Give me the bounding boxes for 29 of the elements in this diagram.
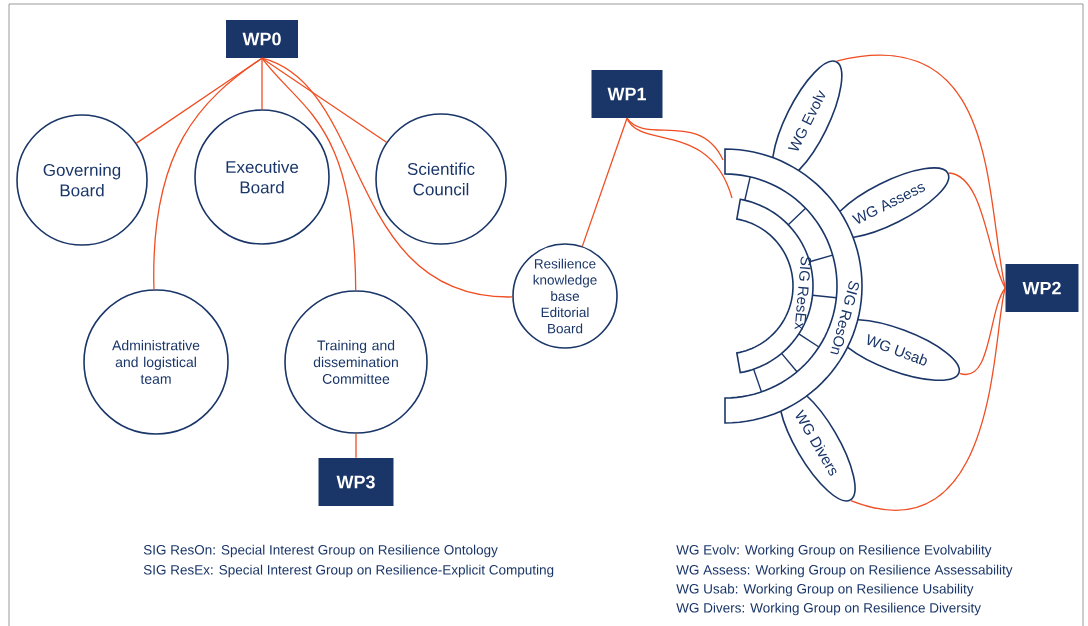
wp-box: WP1 [591,70,663,118]
connector-line [958,287,1006,376]
connector-line [948,172,1006,289]
definition-text: WG Assess: Working Group on Resilience Assessability [676,564,1013,578]
circle-node: Scientific Council [375,113,507,245]
definition-text: WG Usab: Working Group on Resilience Usability [676,583,974,597]
wp-box: WP0 [226,20,298,58]
interest-group-band: SIG ResEx [735,198,814,374]
connector-line [261,57,263,110]
connector-line [153,57,263,290]
connector-line [261,57,513,298]
connector-line [835,54,1006,289]
circle-node: Training and dissemination Committee [284,290,428,434]
circle-node: Resilience knowledge base Editorial Board [512,243,618,349]
connector-line [850,287,1006,511]
connector-line [626,117,733,199]
connector-line [355,433,357,459]
connector-line [581,117,628,247]
wp-box: WP2 [1005,264,1079,312]
connector-line [261,57,357,291]
circle-node: Administrative and logistical team [83,289,229,435]
definition-text: SIG ResEx: Special Interest Group on Resilience-Explicit Computing [143,564,554,578]
definition-text: WG Divers: Working Group on Resilience Diversity [676,602,981,616]
circle-node: Executive Board [194,109,330,245]
circle-node: Governing Board [16,114,148,246]
wp-box: WP3 [318,458,394,506]
connector-line [626,117,724,161]
definition-text: SIG ResOn: Special Interest Group on Resilience Ontology [143,544,498,558]
definition-text: WG Evolv: Working Group on Resilience Evolvability [676,544,992,558]
